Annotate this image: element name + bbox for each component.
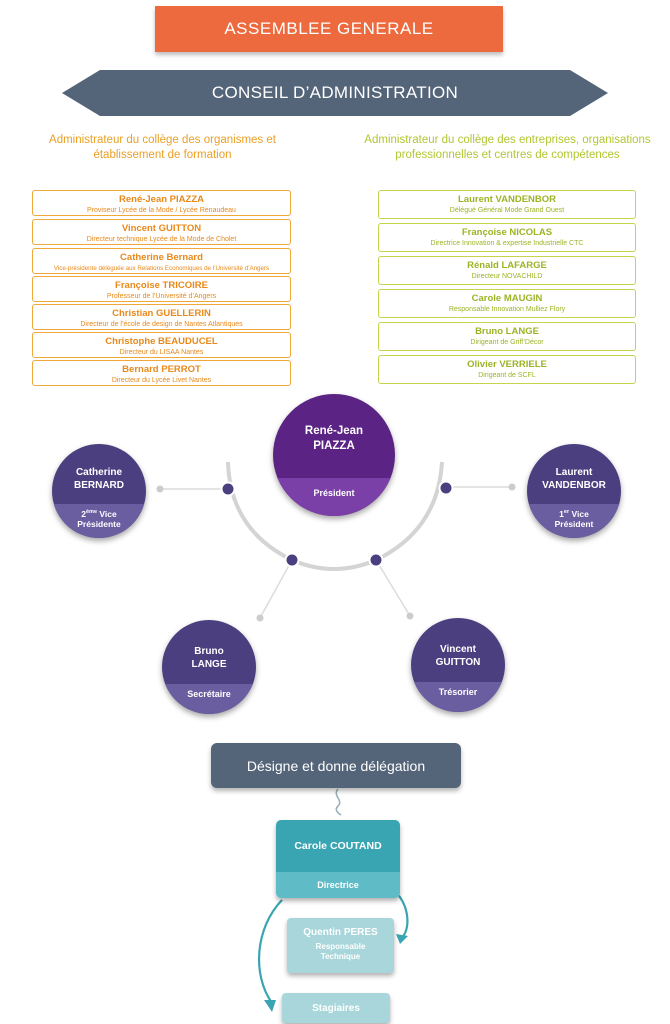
dot-vp1-end <box>508 483 516 491</box>
college-left-title: Administrateur du collège des organismes… <box>49 134 276 161</box>
vp1-first-name: Laurent <box>555 467 593 478</box>
director-name: Carole COUTAND <box>276 820 400 872</box>
arrow-head-interns <box>264 1000 276 1012</box>
council-arrow <box>62 70 608 116</box>
connector-secretary <box>259 559 293 619</box>
arrow-head-technical <box>396 934 408 944</box>
director-box: Carole COUTAND Directrice <box>276 820 400 898</box>
node-secretary <box>284 552 300 568</box>
dot-vp2-end <box>156 485 164 493</box>
general-assembly-banner: ASSEMBLEE GENERALE <box>155 6 503 52</box>
arrow-director-to-interns <box>257 899 283 1004</box>
vp1-last-name: VANDENBOR <box>542 480 606 491</box>
president-role: Président <box>273 478 395 516</box>
delegation-squiggle <box>335 788 342 816</box>
delegation-label: Désigne et donne délégation <box>246 757 426 774</box>
vp2-first-name: Catherine <box>75 467 123 478</box>
general-assembly-title: ASSEMBLEE GENERALE <box>224 19 434 38</box>
council-title: CONSEIL D’ADMINISTRATION <box>211 83 459 102</box>
vp2-last-name: BERNARD <box>74 480 124 491</box>
president-last-name: PIAZZA <box>313 440 355 452</box>
node-vp2 <box>220 481 236 497</box>
president-first-name: René-Jean <box>304 425 364 437</box>
dot-treasurer-end <box>406 612 414 620</box>
node-vp1 <box>438 480 454 496</box>
treasurer-last-name: GUITTON <box>435 657 481 668</box>
delegation-box: Désigne et donne délégation <box>211 743 461 788</box>
connector-treasurer <box>375 559 411 617</box>
treasurer-role: Trésorier <box>411 682 505 712</box>
secretary-role: Secrétaire <box>162 684 256 714</box>
college-right-title: Administrateur du collège des entreprise… <box>364 134 651 161</box>
interns-box: Stagiaires <box>282 993 390 1023</box>
director-role: Directrice <box>276 872 400 898</box>
dot-secretary-end <box>256 614 264 622</box>
secretary-first-name: Bruno <box>194 646 224 657</box>
board-arc <box>226 461 444 571</box>
secretary-last-name: LANGE <box>191 659 227 670</box>
interns-label: Stagiaires <box>312 1002 360 1014</box>
node-treasurer <box>368 552 384 568</box>
treasurer-first-name: Vincent <box>440 644 476 655</box>
technical-name: Quentin PERES <box>303 927 378 938</box>
arrow-director-to-technical <box>395 891 409 939</box>
